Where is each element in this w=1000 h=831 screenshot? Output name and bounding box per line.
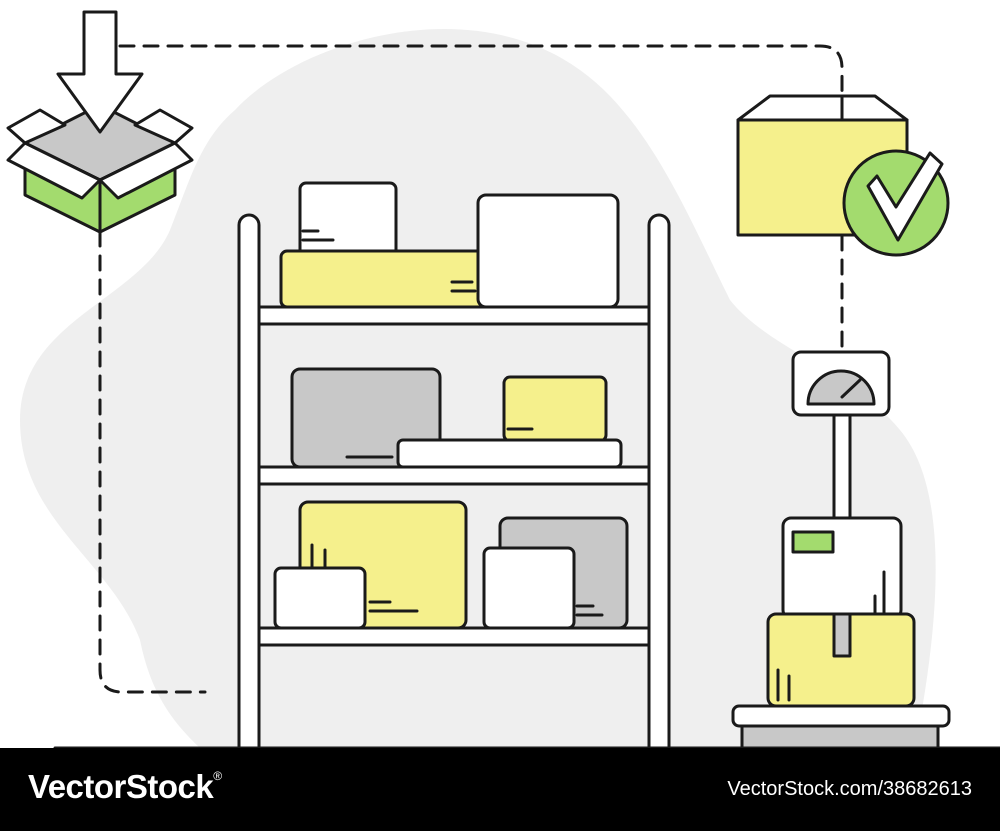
rack-shelf [257,305,651,326]
box-with-checkmark-icon [736,94,950,257]
check-icon [866,151,944,242]
rack-shelf [257,626,651,647]
rack-shelf [257,465,651,486]
scale-dial [806,369,876,406]
shelf-box [396,438,623,469]
shelf-box [279,249,493,309]
registered-mark: ® [213,769,222,783]
open-box-with-down-arrow-icon [6,10,194,234]
parcel-tape [832,612,852,658]
shelf-box [476,193,620,309]
storage-rack-icon [237,181,671,762]
scale-platform [731,704,951,728]
shelf-box [482,546,576,630]
flow-line [98,44,844,694]
watermark-footer: VectorStock® VectorStock.com/38682613 [0,748,1000,831]
rack-post [647,213,671,762]
parcel-label [791,530,835,554]
rack-post [237,213,261,762]
shelf-box [502,375,608,443]
stock-id: VectorStock.com/38682613 [727,778,972,800]
shelf-box [273,566,367,630]
scale-needle [840,378,862,399]
brand-logo: VectorStock® [28,768,222,806]
brand-name: VectorStock [28,768,214,805]
